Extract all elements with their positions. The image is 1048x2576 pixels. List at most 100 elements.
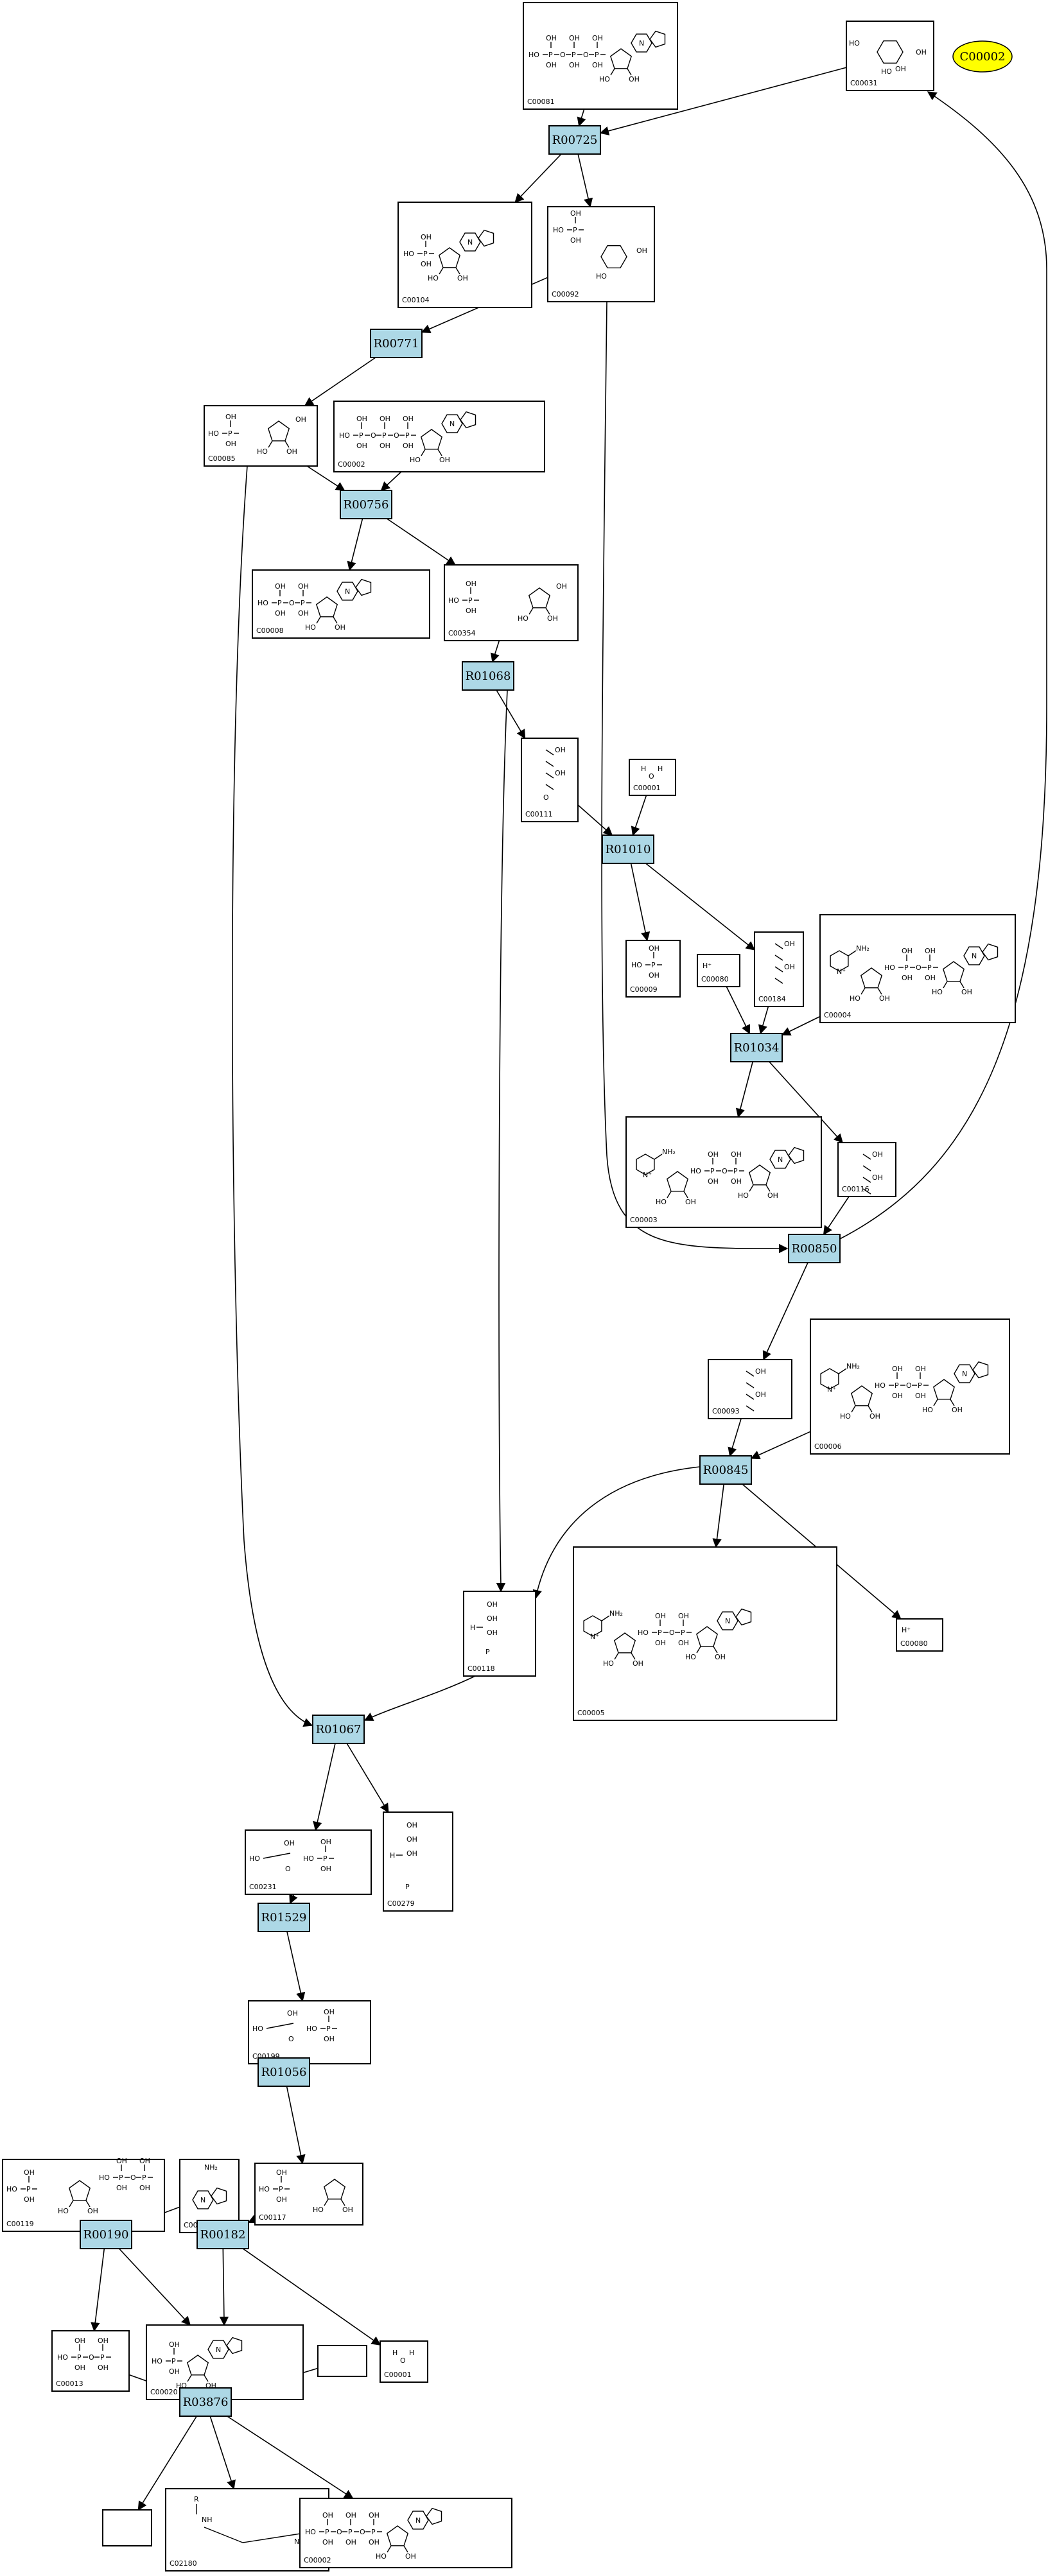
reaction-node[interactable]: R03876 <box>179 2387 232 2417</box>
reaction-label: R01529 <box>261 1911 307 1924</box>
compound-node[interactable]: H⁺C00080 <box>697 954 740 987</box>
atom-label: HO <box>631 961 642 969</box>
reaction-node[interactable]: R01034 <box>730 1033 783 1062</box>
atom-label: P <box>895 1381 899 1390</box>
atom-label: OH <box>298 609 309 618</box>
highlight-compound[interactable]: C00002 <box>952 40 1013 73</box>
atom-label: N <box>962 1370 967 1378</box>
atom-label: OH <box>406 1821 417 1829</box>
atom-label: N⁺ <box>837 967 846 976</box>
atom-label: OH <box>345 2538 356 2546</box>
reaction-node[interactable]: R00756 <box>340 490 392 519</box>
compound-label: C00001 <box>633 784 661 792</box>
compound-box <box>837 1142 896 1197</box>
atom-label: OH <box>755 1390 766 1399</box>
reaction-node[interactable]: R01529 <box>258 1903 310 1932</box>
ring-bond <box>942 961 965 982</box>
reaction-label: R00850 <box>792 1242 837 1256</box>
atom-label: OH <box>902 947 913 955</box>
edge-arrow <box>227 2416 354 2499</box>
edge-arrow <box>645 863 756 951</box>
reaction-node[interactable]: R01068 <box>462 661 514 691</box>
reaction-node[interactable]: R00725 <box>548 125 601 155</box>
atom-label: HO <box>259 2185 270 2193</box>
bond-line <box>746 1405 755 1412</box>
compound-label: C00093 <box>712 1407 740 1415</box>
atom-label: HO <box>428 274 439 282</box>
reaction-node[interactable]: R01067 <box>312 1715 365 1744</box>
compound-node[interactable]: H⁺C00080 <box>896 1618 943 1652</box>
compound-label: C00104 <box>402 296 430 304</box>
compound-box <box>102 2509 152 2546</box>
ring-bond <box>649 30 666 48</box>
reaction-node[interactable]: R01056 <box>258 2057 310 2087</box>
reaction-node[interactable]: R00845 <box>699 1455 752 1485</box>
reaction-node[interactable]: R00182 <box>197 2220 249 2249</box>
compound-node[interactable] <box>102 2509 152 2546</box>
reaction-node[interactable]: R01010 <box>602 834 654 864</box>
edge-arrow <box>91 2248 105 2332</box>
atom-label: OH <box>87 2207 98 2215</box>
atom-label: HO <box>6 2185 17 2193</box>
edge-arrow <box>286 1931 306 2002</box>
compound-node[interactable] <box>317 2345 367 2377</box>
bond-line <box>765 1184 771 1192</box>
edge-arrow <box>347 518 363 571</box>
atom-label: O <box>560 51 566 59</box>
atom-label: OH <box>287 2009 298 2018</box>
reaction-node[interactable]: R00850 <box>788 1234 841 1263</box>
atom-label: P <box>548 51 553 59</box>
atom-label: OH <box>295 415 306 424</box>
edge-arrow <box>313 1743 336 1831</box>
atom-label: P <box>77 2353 82 2362</box>
compound-label: C00080 <box>900 1639 928 1648</box>
compound-box <box>846 21 934 91</box>
compound-label: C00020 <box>150 2388 178 2396</box>
atom-label: OH <box>649 944 659 953</box>
reaction-node[interactable]: R00190 <box>80 2220 132 2249</box>
atom-label: OH <box>403 415 414 423</box>
edge-arrow <box>577 804 613 836</box>
atom-label: P <box>359 431 363 440</box>
atom-label: OH <box>546 34 557 42</box>
atom-label: OH <box>322 2538 333 2546</box>
bond-line <box>774 978 783 984</box>
reaction-label: R01067 <box>316 1723 362 1736</box>
reaction-node[interactable]: R00771 <box>370 329 423 358</box>
reaction-label: R01068 <box>466 670 511 683</box>
atom-label: HO <box>932 988 943 996</box>
edge-arrow <box>781 1016 821 1036</box>
atom-label: HO <box>313 2206 324 2214</box>
atom-label: P <box>26 2185 31 2193</box>
atom-label: NH₂ <box>662 1148 676 1156</box>
ring-bond <box>877 40 904 64</box>
